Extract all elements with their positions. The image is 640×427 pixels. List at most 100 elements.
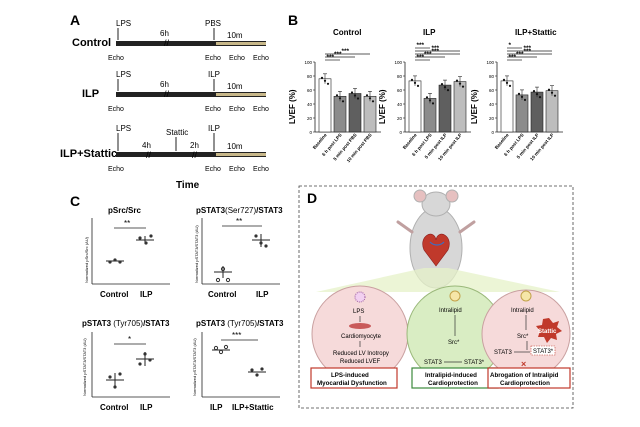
echo-label: Echo (229, 55, 245, 62)
lipid-droplet-icon (520, 290, 532, 302)
bar (515, 94, 529, 133)
echo-label: Echo (205, 106, 221, 113)
data-point (338, 97, 342, 100)
sig-marker: *** (327, 54, 335, 61)
group-label: ILP (210, 403, 223, 412)
data-point (523, 98, 527, 101)
panel-d: D LPS Cardiomyocyte Reduced LV Inotropy … (298, 185, 574, 409)
inhibitor-burst-icon (536, 318, 562, 343)
y-axis-label: LVEF (%) (470, 89, 479, 124)
data-point (220, 266, 226, 272)
axis-break: // (164, 89, 170, 99)
y-tick-label: 80 (489, 74, 495, 79)
data-point (108, 260, 112, 264)
data-point (502, 78, 506, 81)
data-point (335, 94, 339, 97)
row-label-ilp: ILP (82, 88, 99, 100)
sig-marker: *** (524, 48, 532, 55)
chart-title: ILP+Stattic (515, 28, 557, 37)
event-10m: 10m (227, 82, 243, 91)
dots-control (214, 266, 232, 283)
data-point (223, 344, 229, 350)
timeline-bar (116, 92, 266, 97)
outcome-label: LPS-induced (331, 372, 369, 379)
y-tick-label: 60 (307, 88, 313, 93)
y-tick-label: 100 (486, 60, 494, 65)
timeline-ilp: ILP LPS 6h // ILP 10m Echo Echo Echo Ech… (82, 70, 269, 113)
dots-control (106, 258, 124, 264)
mouse-head (421, 191, 451, 217)
inhibitor-label: Stattic (538, 329, 557, 335)
data-point (138, 362, 142, 366)
data-point (368, 97, 372, 100)
data-point (225, 277, 231, 283)
y-tick-label: 60 (397, 88, 403, 93)
panel-a: A Control LPS 6h // PBS 10m Echo Echo Ec… (60, 12, 269, 191)
group-label: ILP (256, 290, 269, 299)
y-tick-label: 20 (307, 116, 313, 121)
y-tick-label: 20 (397, 116, 403, 121)
outcome-label: Cardioprotection (428, 380, 478, 387)
time-axis-label: Time (176, 180, 200, 191)
zoom-cone (316, 268, 560, 292)
data-point (517, 92, 521, 95)
bar (438, 84, 452, 133)
data-point (461, 85, 465, 88)
timeline-tail (216, 42, 266, 45)
src-label: Src* (448, 340, 460, 346)
data-point (416, 84, 420, 87)
sig-marker: ** (236, 217, 242, 226)
group-label: ILP (140, 403, 153, 412)
plot-ylabel: Normalized pSTAT3/STAT3 (AU) (82, 338, 87, 396)
lipid-droplet-icon (449, 290, 461, 302)
blocked-box (530, 345, 556, 356)
event-4h: 4h (142, 141, 151, 150)
axis-break: // (164, 38, 170, 48)
chart-title: Control (333, 28, 361, 37)
event-lps: LPS (116, 124, 131, 133)
event-duration: 6h (160, 80, 169, 89)
data-point (143, 352, 147, 356)
drug-label: Intralipid (511, 308, 534, 314)
mouse-illustration (316, 189, 560, 292)
dots-ilp-stattic (248, 367, 266, 377)
chart-title: ILP (423, 28, 436, 37)
sig-marker: * (128, 335, 131, 344)
data-point (458, 82, 462, 85)
data-point (356, 97, 360, 100)
echo-label: Echo (108, 106, 124, 113)
event-10m: 10m (227, 142, 243, 151)
data-point (365, 94, 369, 97)
data-point (446, 89, 450, 92)
y-tick-label: 60 (489, 88, 495, 93)
sig-marker: *** (342, 48, 350, 55)
y-tick-label: 100 (394, 60, 402, 65)
plot-ylabel: Normalized pSTAT3/STAT3 (AU) (192, 338, 197, 396)
echo-label: Echo (253, 55, 269, 62)
event-lps: LPS (116, 19, 131, 28)
panel-c-letter: C (70, 193, 80, 209)
stat3-label: STAT3 (424, 360, 442, 366)
data-point (550, 91, 554, 94)
bar (363, 96, 377, 133)
dots-ilp (136, 234, 154, 245)
mouse-paws (396, 220, 476, 234)
sig-marker: *** (432, 45, 440, 52)
bar (500, 80, 514, 133)
src-label: Src* (517, 334, 529, 340)
y-tick-label: 0 (309, 130, 312, 135)
heart-icon (422, 233, 450, 267)
data-point (264, 244, 268, 248)
data-point (505, 81, 509, 84)
data-point (218, 349, 224, 355)
bar (318, 78, 332, 133)
y-axis-label: LVEF (%) (378, 89, 387, 124)
data-point (113, 258, 117, 262)
echo-label: Echo (205, 55, 221, 62)
